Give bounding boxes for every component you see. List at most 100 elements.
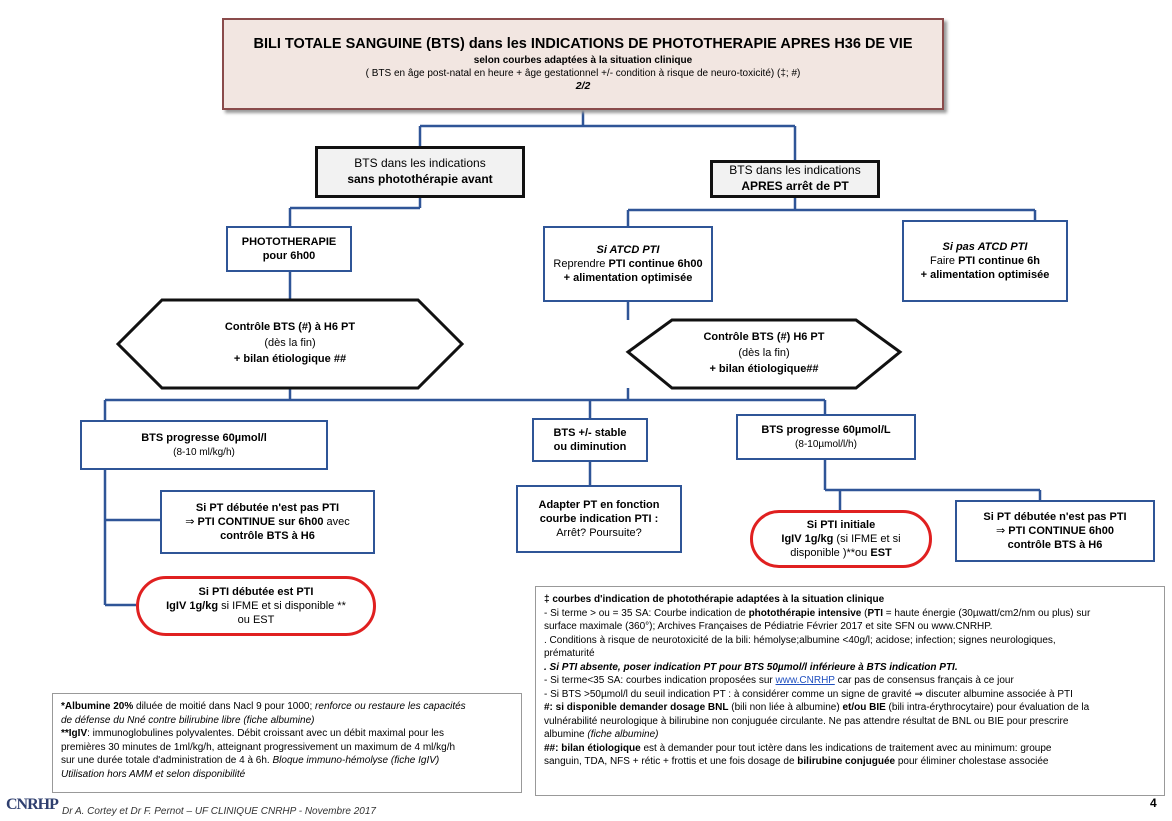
left-not-pti-line2-text: PTI CONTINUE sur 6h00	[197, 515, 324, 528]
right-not-pti-line2: ⇒ PTI CONTINUE 6h00	[996, 524, 1114, 538]
fn-left-l3b: : immunoglobulines polyvalentes. Débit c…	[87, 728, 444, 739]
right-pti-line2a: IgIV 1g/kg	[781, 532, 834, 545]
fn-right-l8a: #: si disponible demander dosage BNL	[544, 702, 729, 713]
page-number: 4	[1150, 796, 1157, 810]
fn-right-l2: surface maximale (360°); Archives França…	[544, 621, 993, 632]
arrow-right-icon: ⇒	[185, 515, 198, 528]
right-header-line1: BTS dans les indications	[729, 163, 861, 178]
left-hex-line2: (dès la fin)	[264, 337, 316, 350]
stable-line1: BTS +/- stable	[553, 426, 627, 439]
fn-right-l3: . Conditions à risque de neurotoxicité d…	[544, 634, 1056, 646]
fn-left-l4: premières 30 minutes de 1ml/kg/h, atteig…	[61, 741, 456, 753]
right-branch-header: BTS dans les indications APRES arrêt de …	[710, 160, 880, 198]
fn-right-l1: - Si terme > ou = 35 SA: Courbe indicati…	[544, 607, 1156, 621]
no-atcd-pti-box: Si pas ATCD PTI Faire PTI continue 6h + …	[902, 220, 1068, 302]
atcd-line1: Si ATCD PTI	[596, 243, 660, 256]
fn-right-l1a: - Si terme > ou = 35 SA: Courbe indicati…	[544, 607, 749, 619]
right-hex-line3: + bilan étiologique##	[709, 362, 819, 375]
fn-right-l8: #: si disponible demander dosage BNL (bi…	[544, 701, 1156, 715]
arrow-right-icon: ⇒	[914, 688, 923, 700]
fn-right-l12b: bilirubine conjuguée	[797, 756, 896, 767]
adapt-line3: Arrêt? Poursuite?	[556, 527, 642, 540]
stable-line2: ou diminution	[553, 441, 627, 453]
left-pti-line2: IgIV 1g/kg si IFME et si disponible **	[166, 599, 346, 613]
left-pti-line2a: IgIV 1g/kg	[166, 599, 219, 612]
fn-right-l5: . Si PTI absente, poser indication PT po…	[544, 661, 958, 673]
footnote-left: *Albumine 20% diluée de moitié dans Nacl…	[52, 693, 522, 793]
left-hex-line3: + bilan étiologique ##	[233, 352, 347, 365]
hexagon-right	[625, 318, 903, 390]
left-not-pti-line2b: avec	[323, 515, 350, 528]
left-pti-line3: ou EST	[237, 614, 275, 627]
no-atcd-line2a: Faire	[929, 254, 959, 267]
cnrhp-link[interactable]: www.CNRHP	[775, 675, 835, 686]
photo-line1: PHOTOTHERAPIE	[241, 235, 337, 248]
cnrhp-logo: CNRHP	[6, 796, 59, 813]
fn-right-l12c: pour éliminer cholestase associée	[895, 756, 1049, 767]
fn-left-l1: *Albumine 20% diluée de moitié dans Nacl…	[61, 700, 513, 714]
right-progress-box: BTS progresse 60µmol/L (8-10µmol/l/h)	[736, 414, 916, 460]
fn-right-l11a: ##: bilan étiologique	[544, 742, 641, 754]
right-hexagon-label: Contrôle BTS (#) H6 PT (dès la fin) + bi…	[672, 320, 856, 388]
fn-right-l8d: (bili intra-érythrocytaire) pour évaluat…	[885, 702, 1090, 713]
fn-left-l5a: sur une durée totale d'administration de…	[61, 755, 273, 766]
left-not-pti-line1: Si PT débutée n'est pas PTI	[195, 501, 340, 514]
phototherapie-box: PHOTOTHERAPIE pour 6h00	[226, 226, 352, 272]
left-progress-line2: (8-10 ml/kg/h)	[173, 446, 235, 458]
footer-credit: Dr A. Cortey et Dr F. Pernot – UF CLINIQ…	[62, 806, 376, 817]
atcd-line2b: PTI continue 6h00	[608, 257, 703, 270]
left-header-line2: sans photothérapie avant	[347, 172, 493, 186]
arrow-right-icon: ⇒	[995, 524, 1009, 537]
right-not-pti-line3: contrôle BTS à H6	[1007, 539, 1103, 552]
atcd-line3: + alimentation optimisée	[563, 272, 693, 285]
fn-left-l5: sur une durée totale d'administration de…	[61, 754, 513, 768]
fn-right-l10: albumine (fiche albumine)	[544, 728, 1156, 742]
fn-left-l3: **IgIV: immunoglobulines polyvalentes. D…	[61, 727, 513, 741]
fn-right-l1e: = haute énergie (30µwatt/cm2/nm ou plus)…	[883, 607, 1091, 619]
right-hex-line2: (dès la fin)	[738, 347, 790, 360]
right-pti-line3a: disponible )**ou	[790, 547, 871, 560]
fn-right-l10a: albumine	[544, 729, 588, 740]
fn-right-l6a: - Si terme<35 SA: courbes indication pro…	[544, 675, 776, 686]
no-atcd-line3: + alimentation optimisée	[920, 269, 1050, 282]
fn-right-l7b: discuter albumine associée à PTI	[922, 688, 1073, 700]
right-header-line2: APRES arrêt de PT	[741, 179, 849, 193]
fn-right-l4: prématurité	[544, 648, 595, 659]
right-pti-line3b: EST	[870, 547, 892, 560]
right-pti-line2: IgIV 1g/kg (si IFME et si	[781, 532, 900, 546]
right-pti-line3: disponible )**ou EST	[790, 546, 892, 560]
left-not-pti-line3: contrôle BTS à H6	[220, 530, 315, 543]
fn-left-l1a: *Albumine 20%	[61, 701, 134, 712]
fn-right-l7a: - Si BTS >50µmol/l du seuil indication P…	[544, 688, 915, 700]
no-atcd-line2: Faire PTI continue 6h	[930, 254, 1040, 268]
fn-right-l12: sanguin, TDA, NFS + rétic + frottis et u…	[544, 755, 1156, 769]
fn-right-l6: - Si terme<35 SA: courbes indication pro…	[544, 674, 1156, 688]
left-not-pti-line2: ⇒ PTI CONTINUE sur 6h00 avec	[185, 515, 350, 529]
fn-right-l1b: photothérapie intensive	[748, 607, 862, 619]
right-not-pti-line1: Si PT débutée n'est pas PTI	[983, 510, 1127, 523]
fn-right-l1d: PTI	[867, 607, 884, 619]
left-hex-line1: Contrôle BTS (#) à H6 PT	[224, 321, 356, 334]
fn-left-l6: Utilisation hors AMM et selon disponibil…	[61, 768, 246, 780]
left-pti-line1: Si PTI débutée est PTI	[198, 585, 314, 598]
stable-box: BTS +/- stable ou diminution	[532, 418, 648, 462]
right-progress-line2: (8-10µmol/l/h)	[795, 438, 857, 450]
fn-right-l11b: est à demander pour tout ictère dans les…	[640, 742, 1052, 754]
left-pti-oval: Si PTI débutée est PTI IgIV 1g/kg si IFM…	[136, 576, 376, 636]
left-progress-box: BTS progresse 60µmol/l (8-10 ml/kg/h)	[80, 420, 328, 470]
no-atcd-line2b: PTI continue 6h	[958, 254, 1041, 267]
title-page: 2/2	[575, 79, 591, 92]
left-branch-header: BTS dans les indications sans photothéra…	[315, 146, 525, 198]
left-not-pti-box: Si PT débutée n'est pas PTI ⇒ PTI CONTIN…	[160, 490, 375, 554]
fn-right-l1c: (	[861, 607, 868, 619]
fn-right-l8b: (bili non liée à albumine)	[728, 702, 843, 713]
left-progress-line1: BTS progresse 60µmol/l	[141, 432, 267, 445]
adapt-pt-box: Adapter PT en fonction courbe indication…	[516, 485, 682, 553]
fn-left-l3a: **IgIV	[61, 728, 88, 739]
photo-line2: pour 6h00	[262, 250, 316, 262]
fn-right-l10b: (fiche albumine)	[587, 729, 659, 740]
fn-right-l8c: et/ou BIE	[842, 702, 886, 713]
fn-left-l5b: Bloque immuno-hémolyse (fiche IgIV)	[272, 755, 440, 766]
adapt-line2: courbe indication PTI :	[539, 512, 659, 525]
